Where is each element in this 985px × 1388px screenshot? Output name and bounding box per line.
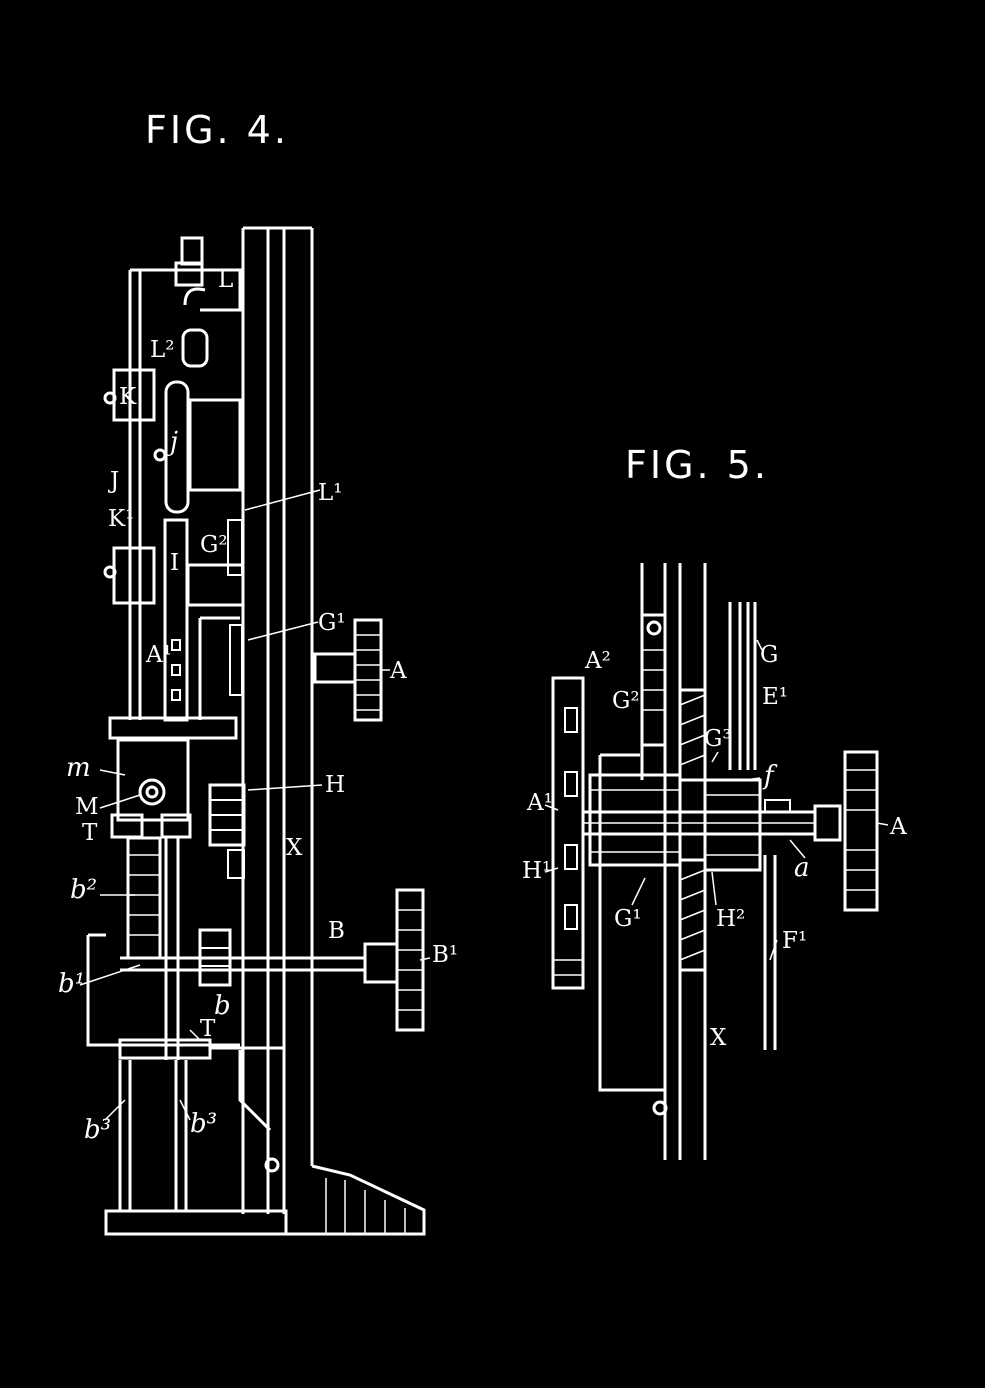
- fig4-label: L: [218, 267, 233, 293]
- fig4-label: B: [328, 918, 345, 944]
- fig5-label: E¹: [762, 684, 788, 710]
- fig4-label: b²: [70, 875, 97, 905]
- fig4-label: G²: [200, 532, 228, 558]
- fig5-label: G: [760, 642, 778, 668]
- fig4-label: K: [119, 384, 137, 410]
- fig4-drawing: FIG. 4.: [58, 108, 458, 1236]
- fig4-title: FIG. 4.: [145, 108, 289, 152]
- fig4-label: K¹: [108, 506, 134, 532]
- fig4-label: A: [389, 658, 407, 684]
- fig5-title: FIG. 5.: [625, 443, 769, 487]
- fig5-label: X: [710, 1025, 727, 1051]
- fig5-label: H²: [716, 906, 745, 932]
- fig5-label: A: [889, 814, 907, 840]
- fig5-label: H¹: [522, 858, 551, 884]
- fig5-drawing: FIG. 5.: [522, 443, 907, 1160]
- fig5-label: A²: [584, 648, 611, 674]
- fig4-label: b¹: [58, 969, 85, 999]
- fig5-label: G³: [704, 726, 732, 752]
- fig4-label: J: [108, 468, 119, 494]
- fig5-label: A¹: [526, 790, 553, 816]
- fig4-label: I: [170, 550, 179, 576]
- fig4-label: B¹: [432, 942, 458, 968]
- fig4-label: G¹: [318, 610, 346, 636]
- fig4-label: b³: [84, 1115, 111, 1145]
- fig4-label: M: [75, 794, 99, 820]
- fig4-label: L²: [150, 337, 175, 363]
- fig4-label: L¹: [318, 480, 343, 506]
- fig4-label: A¹: [145, 642, 172, 668]
- fig5-label: G¹: [614, 906, 642, 932]
- fig5-label: a: [794, 853, 810, 883]
- fig4-label: m: [66, 753, 91, 783]
- fig5-label: F¹: [782, 928, 807, 954]
- fig4-label: T: [82, 820, 98, 846]
- fig4-label: b³: [190, 1109, 217, 1139]
- fig4-label: H: [325, 772, 345, 798]
- fig5-label: G²: [612, 688, 640, 714]
- fig4-label: b: [214, 991, 231, 1021]
- fig4-label: X: [286, 835, 303, 861]
- fig4-label: T: [200, 1016, 216, 1042]
